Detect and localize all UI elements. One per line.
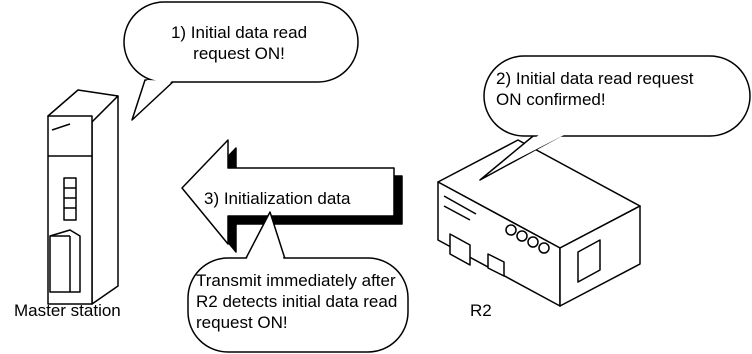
master-station-device — [47, 89, 119, 305]
bubble-step1 — [123, 1, 359, 121]
master-station-label: Master station — [14, 301, 121, 320]
r2-label: R2 — [470, 301, 492, 320]
r2-device — [437, 139, 641, 307]
bubble-step3-text: Transmit immediately after R2 detects in… — [196, 271, 398, 332]
arrow-label: 3) Initialization data — [204, 189, 351, 208]
bubble-step2-text: 2) Initial data read request ON confirme… — [496, 69, 694, 109]
initialization-arrow — [181, 139, 403, 253]
bubble-step1-text: 1) Initial data read request ON! — [170, 23, 308, 63]
